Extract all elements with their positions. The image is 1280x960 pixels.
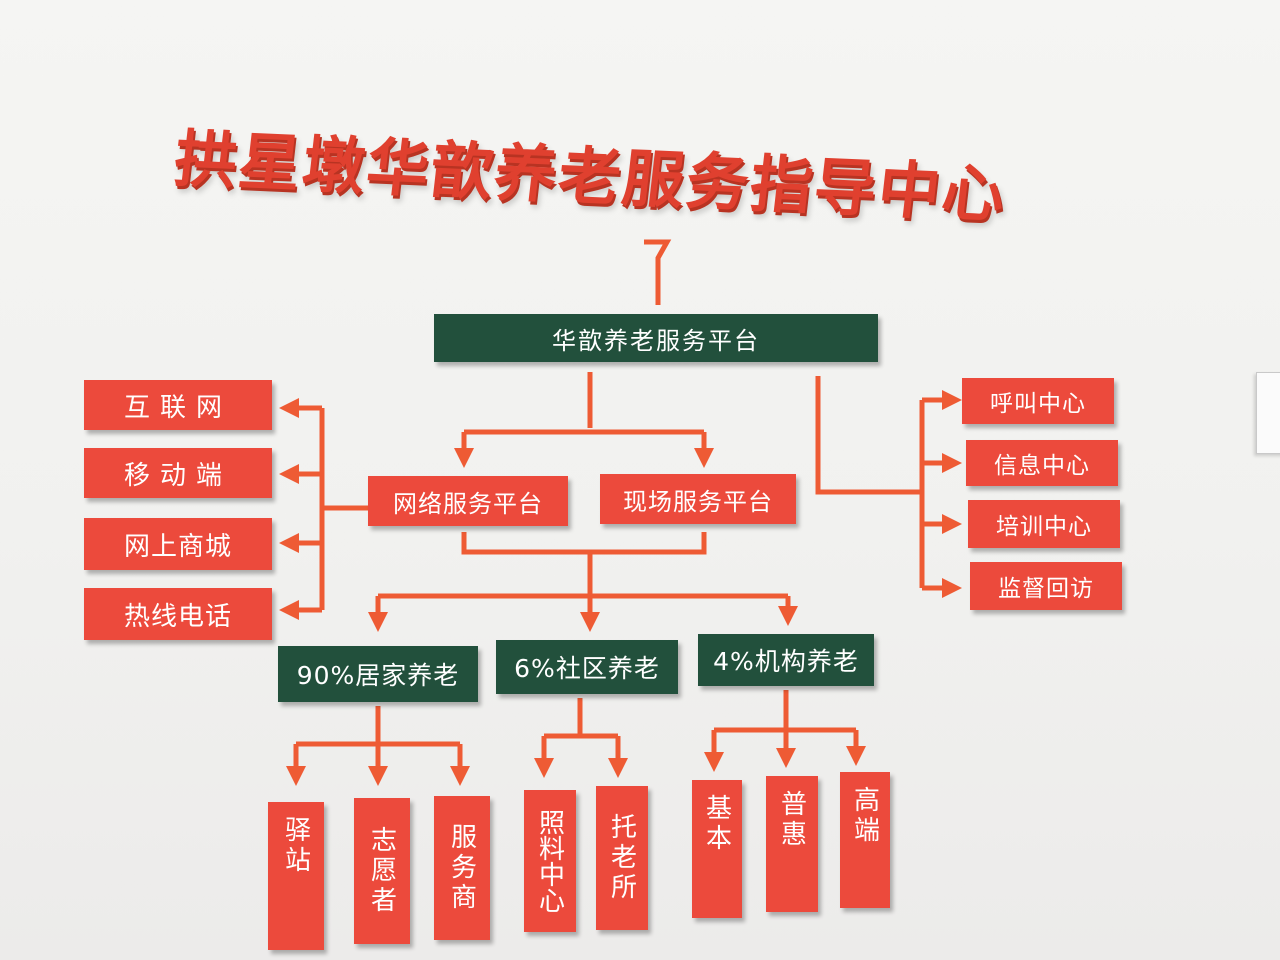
channel-hotline: 热线电话 (84, 588, 272, 640)
wall-sign (1256, 372, 1280, 454)
channel-internet: 互联网 (84, 380, 272, 430)
page-title: 拱星墩华歆养老服务指导中心 (170, 122, 1011, 232)
community-item-elder-house: 托老所 (596, 786, 648, 930)
institution-item-basic: 基本 (692, 780, 742, 918)
merge-line (461, 532, 707, 555)
supervision-followup: 监督回访 (970, 562, 1122, 610)
home-item-volunteer: 志愿者 (354, 798, 410, 944)
call-center: 呼叫中心 (962, 378, 1114, 424)
centers-feed-line (815, 376, 922, 495)
institution-care-box: 4%机构养老 (698, 634, 874, 686)
channel-online-mall: 网上商城 (84, 518, 272, 570)
platform-box: 华歆养老服务平台 (434, 314, 878, 362)
community-item-day-care: 照料中心 (524, 790, 576, 932)
info-center: 信息中心 (966, 440, 1118, 486)
community-care-box: 6%社区养老 (496, 640, 678, 694)
home-item-provider: 服务商 (434, 796, 490, 940)
network-service-platform: 网络服务平台 (368, 476, 568, 526)
onsite-service-platform: 现场服务平台 (600, 474, 796, 524)
channel-mobile: 移动端 (84, 448, 272, 498)
institution-item-premium: 高端 (840, 772, 890, 908)
institution-item-inclusive: 普惠 (766, 776, 818, 912)
home-care-box: 90%居家养老 (278, 646, 478, 702)
home-item-station: 驿站 (268, 802, 324, 950)
title-connector (644, 239, 672, 305)
training-center: 培训中心 (968, 500, 1120, 548)
